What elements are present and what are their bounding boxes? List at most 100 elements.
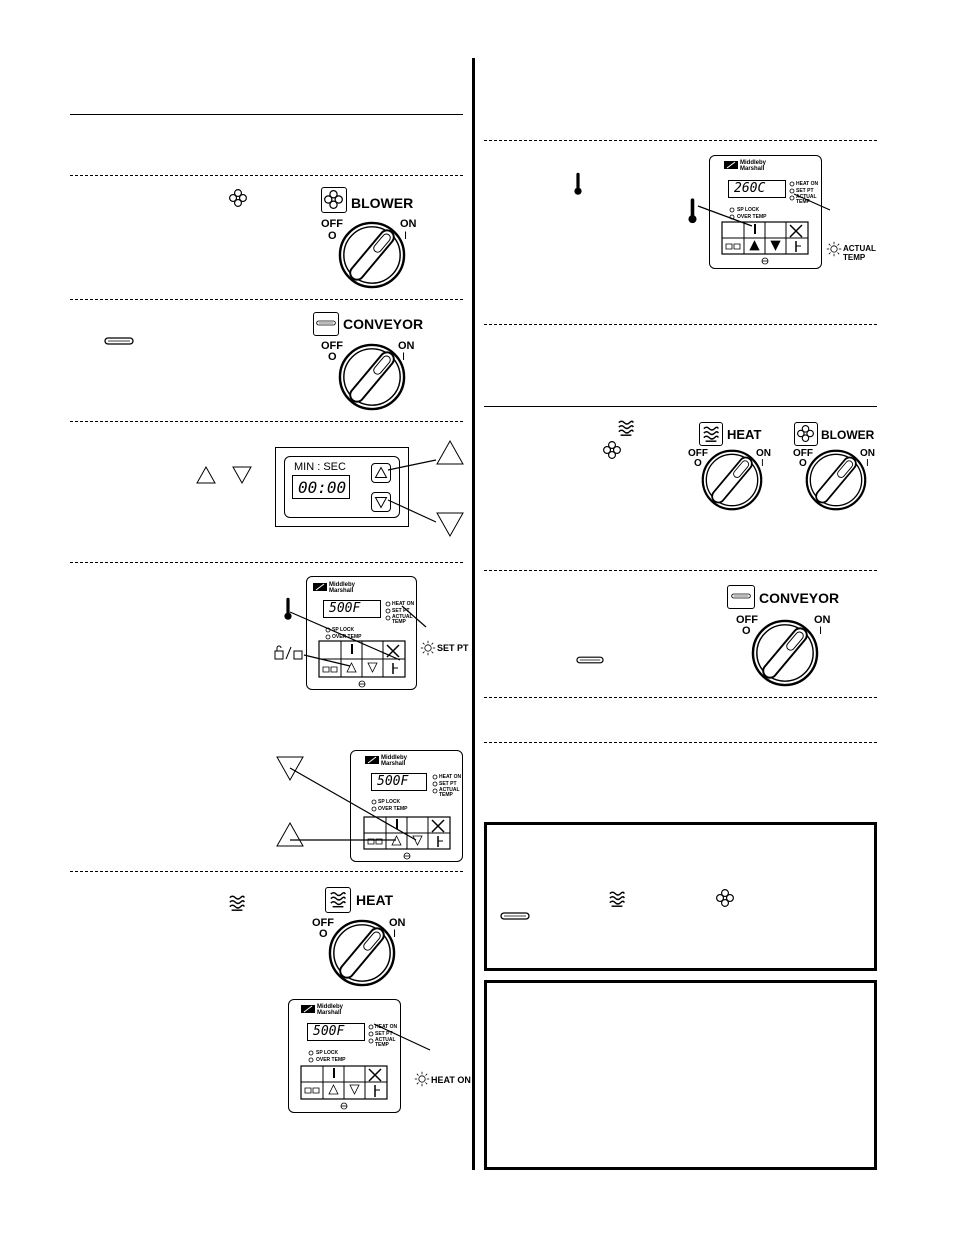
led-heat-on: HEAT ON bbox=[375, 1024, 398, 1030]
lcd-digits: 500F bbox=[313, 1024, 345, 1039]
on-symbol: I bbox=[761, 458, 764, 469]
led-over-temp: OVER TEMP bbox=[737, 214, 767, 220]
brand-line1: Middleby bbox=[329, 582, 356, 588]
blower-switch[interactable]: BLOWER OFF O ON I bbox=[318, 185, 442, 291]
led-sp-lock: SP LOCK bbox=[378, 799, 401, 805]
callout-arrows bbox=[276, 756, 417, 847]
brand-logo bbox=[365, 756, 379, 764]
on-symbol: I bbox=[393, 928, 397, 940]
conveyor-title: CONVEYOR bbox=[343, 316, 424, 332]
led-actual-temp: ACTUAL TEMP bbox=[796, 194, 817, 205]
timer-up-button[interactable] bbox=[371, 463, 391, 483]
off-symbol: O bbox=[799, 458, 807, 469]
column-divider bbox=[472, 58, 475, 1170]
conveyor-icon-box bbox=[727, 585, 755, 609]
triangle-up-icon bbox=[374, 466, 388, 478]
off-symbol: O bbox=[328, 230, 337, 242]
conveyor-switch[interactable]: CONVEYOR OFF O ON I bbox=[312, 310, 442, 416]
heat-waves-icon bbox=[702, 425, 720, 443]
blower-icon-box bbox=[794, 422, 818, 446]
brand-line2: Marshall bbox=[329, 588, 354, 594]
fan-icon bbox=[797, 425, 814, 442]
led-dots bbox=[363, 774, 451, 860]
blower-title: BLOWER bbox=[351, 195, 414, 211]
led-dots bbox=[721, 181, 809, 265]
section-rule bbox=[484, 406, 877, 407]
brand-logo bbox=[724, 161, 738, 169]
blower-knob[interactable] bbox=[805, 449, 867, 511]
blower-switch[interactable]: BLOWER OFF O ON I bbox=[792, 420, 882, 516]
timer-label: MIN : SEC bbox=[294, 461, 346, 473]
thermometer-icon bbox=[574, 172, 582, 196]
triangle-up-icon bbox=[196, 465, 216, 484]
led-set-pt: SET PT bbox=[796, 188, 814, 194]
on-label: ON bbox=[860, 448, 875, 459]
led-set-pt: SET PT bbox=[392, 608, 410, 614]
warning-box bbox=[484, 980, 877, 1170]
off-symbol: O bbox=[742, 625, 751, 637]
heat-waves-icon bbox=[608, 889, 626, 909]
heat-knob[interactable] bbox=[328, 919, 396, 987]
section-rule bbox=[70, 114, 463, 115]
conveyor-switch[interactable]: CONVEYOR OFF O ON I bbox=[726, 583, 876, 691]
timer-digits: 00:00 bbox=[298, 478, 347, 497]
dashed-divider bbox=[70, 299, 463, 300]
controller-panel: Middleby Marshall 260C HEAT ON SET PT AC… bbox=[709, 155, 822, 269]
conveyor-title: CONVEYOR bbox=[759, 590, 840, 606]
off-symbol: O bbox=[694, 458, 702, 469]
fan-icon bbox=[603, 441, 621, 459]
lcd-digits: 500F bbox=[377, 774, 409, 789]
on-label: ON bbox=[756, 448, 771, 459]
led-actual-temp: ACTUAL TEMP bbox=[392, 614, 413, 625]
on-symbol: I bbox=[404, 230, 408, 242]
timer-down-button[interactable] bbox=[371, 492, 391, 512]
blower-knob[interactable] bbox=[338, 221, 406, 289]
led-heat-on: HEAT ON bbox=[439, 774, 462, 780]
led-over-temp: OVER TEMP bbox=[316, 1057, 346, 1063]
led-sp-lock: SP LOCK bbox=[737, 207, 760, 213]
actual-temp-label: ACTUAL TEMP bbox=[843, 244, 876, 262]
brand-line1: Middleby bbox=[381, 755, 408, 761]
callout-lines bbox=[289, 605, 427, 667]
conveyor-belt-icon bbox=[104, 336, 134, 346]
set-pt-label: SET PT bbox=[437, 643, 469, 653]
heat-title: HEAT bbox=[356, 892, 394, 908]
lcd-display: 500F bbox=[307, 1023, 365, 1041]
blower-title: BLOWER bbox=[821, 428, 875, 442]
callout-lines bbox=[697, 193, 831, 227]
led-heat-on: HEAT ON bbox=[796, 181, 819, 187]
fan-icon bbox=[716, 889, 734, 907]
callout-line bbox=[373, 1023, 431, 1051]
heat-on-label: HEAT ON bbox=[431, 1075, 471, 1085]
lock-unlock-icon bbox=[274, 645, 303, 660]
conveyor-knob[interactable] bbox=[338, 343, 406, 411]
heat-icon-box bbox=[325, 887, 351, 913]
callout-up bbox=[387, 439, 464, 538]
conveyor-belt-icon bbox=[500, 911, 530, 921]
brand-line2: Marshall bbox=[740, 166, 765, 172]
lcd-display: 260C bbox=[728, 180, 786, 198]
led-set-pt: SET PT bbox=[375, 1031, 393, 1037]
on-label: ON bbox=[814, 614, 831, 626]
brand-line1: Middleby bbox=[740, 160, 767, 166]
conveyor-belt-icon bbox=[731, 592, 751, 600]
on-label: ON bbox=[400, 218, 417, 230]
heat-waves-icon bbox=[617, 417, 635, 439]
dashed-divider bbox=[484, 697, 877, 698]
lcd-display: 500F bbox=[371, 773, 427, 791]
dashed-divider bbox=[70, 421, 463, 422]
dashed-divider bbox=[484, 324, 877, 325]
heat-knob[interactable] bbox=[701, 449, 763, 511]
heat-switch[interactable]: HEAT OFF O ON I bbox=[688, 420, 778, 516]
led-actual-temp: ACTUAL TEMP bbox=[439, 787, 460, 798]
dashed-divider bbox=[70, 562, 463, 563]
triangle-down-icon bbox=[374, 497, 388, 509]
dashed-divider bbox=[484, 140, 877, 141]
off-label: OFF bbox=[736, 614, 758, 626]
conveyor-knob[interactable] bbox=[751, 619, 819, 687]
brand-logo bbox=[313, 583, 327, 591]
off-label: OFF bbox=[321, 340, 343, 352]
dashed-divider bbox=[70, 871, 463, 872]
heat-switch[interactable]: HEAT OFF O ON I bbox=[312, 885, 432, 991]
led-sp-lock: SP LOCK bbox=[316, 1050, 339, 1056]
